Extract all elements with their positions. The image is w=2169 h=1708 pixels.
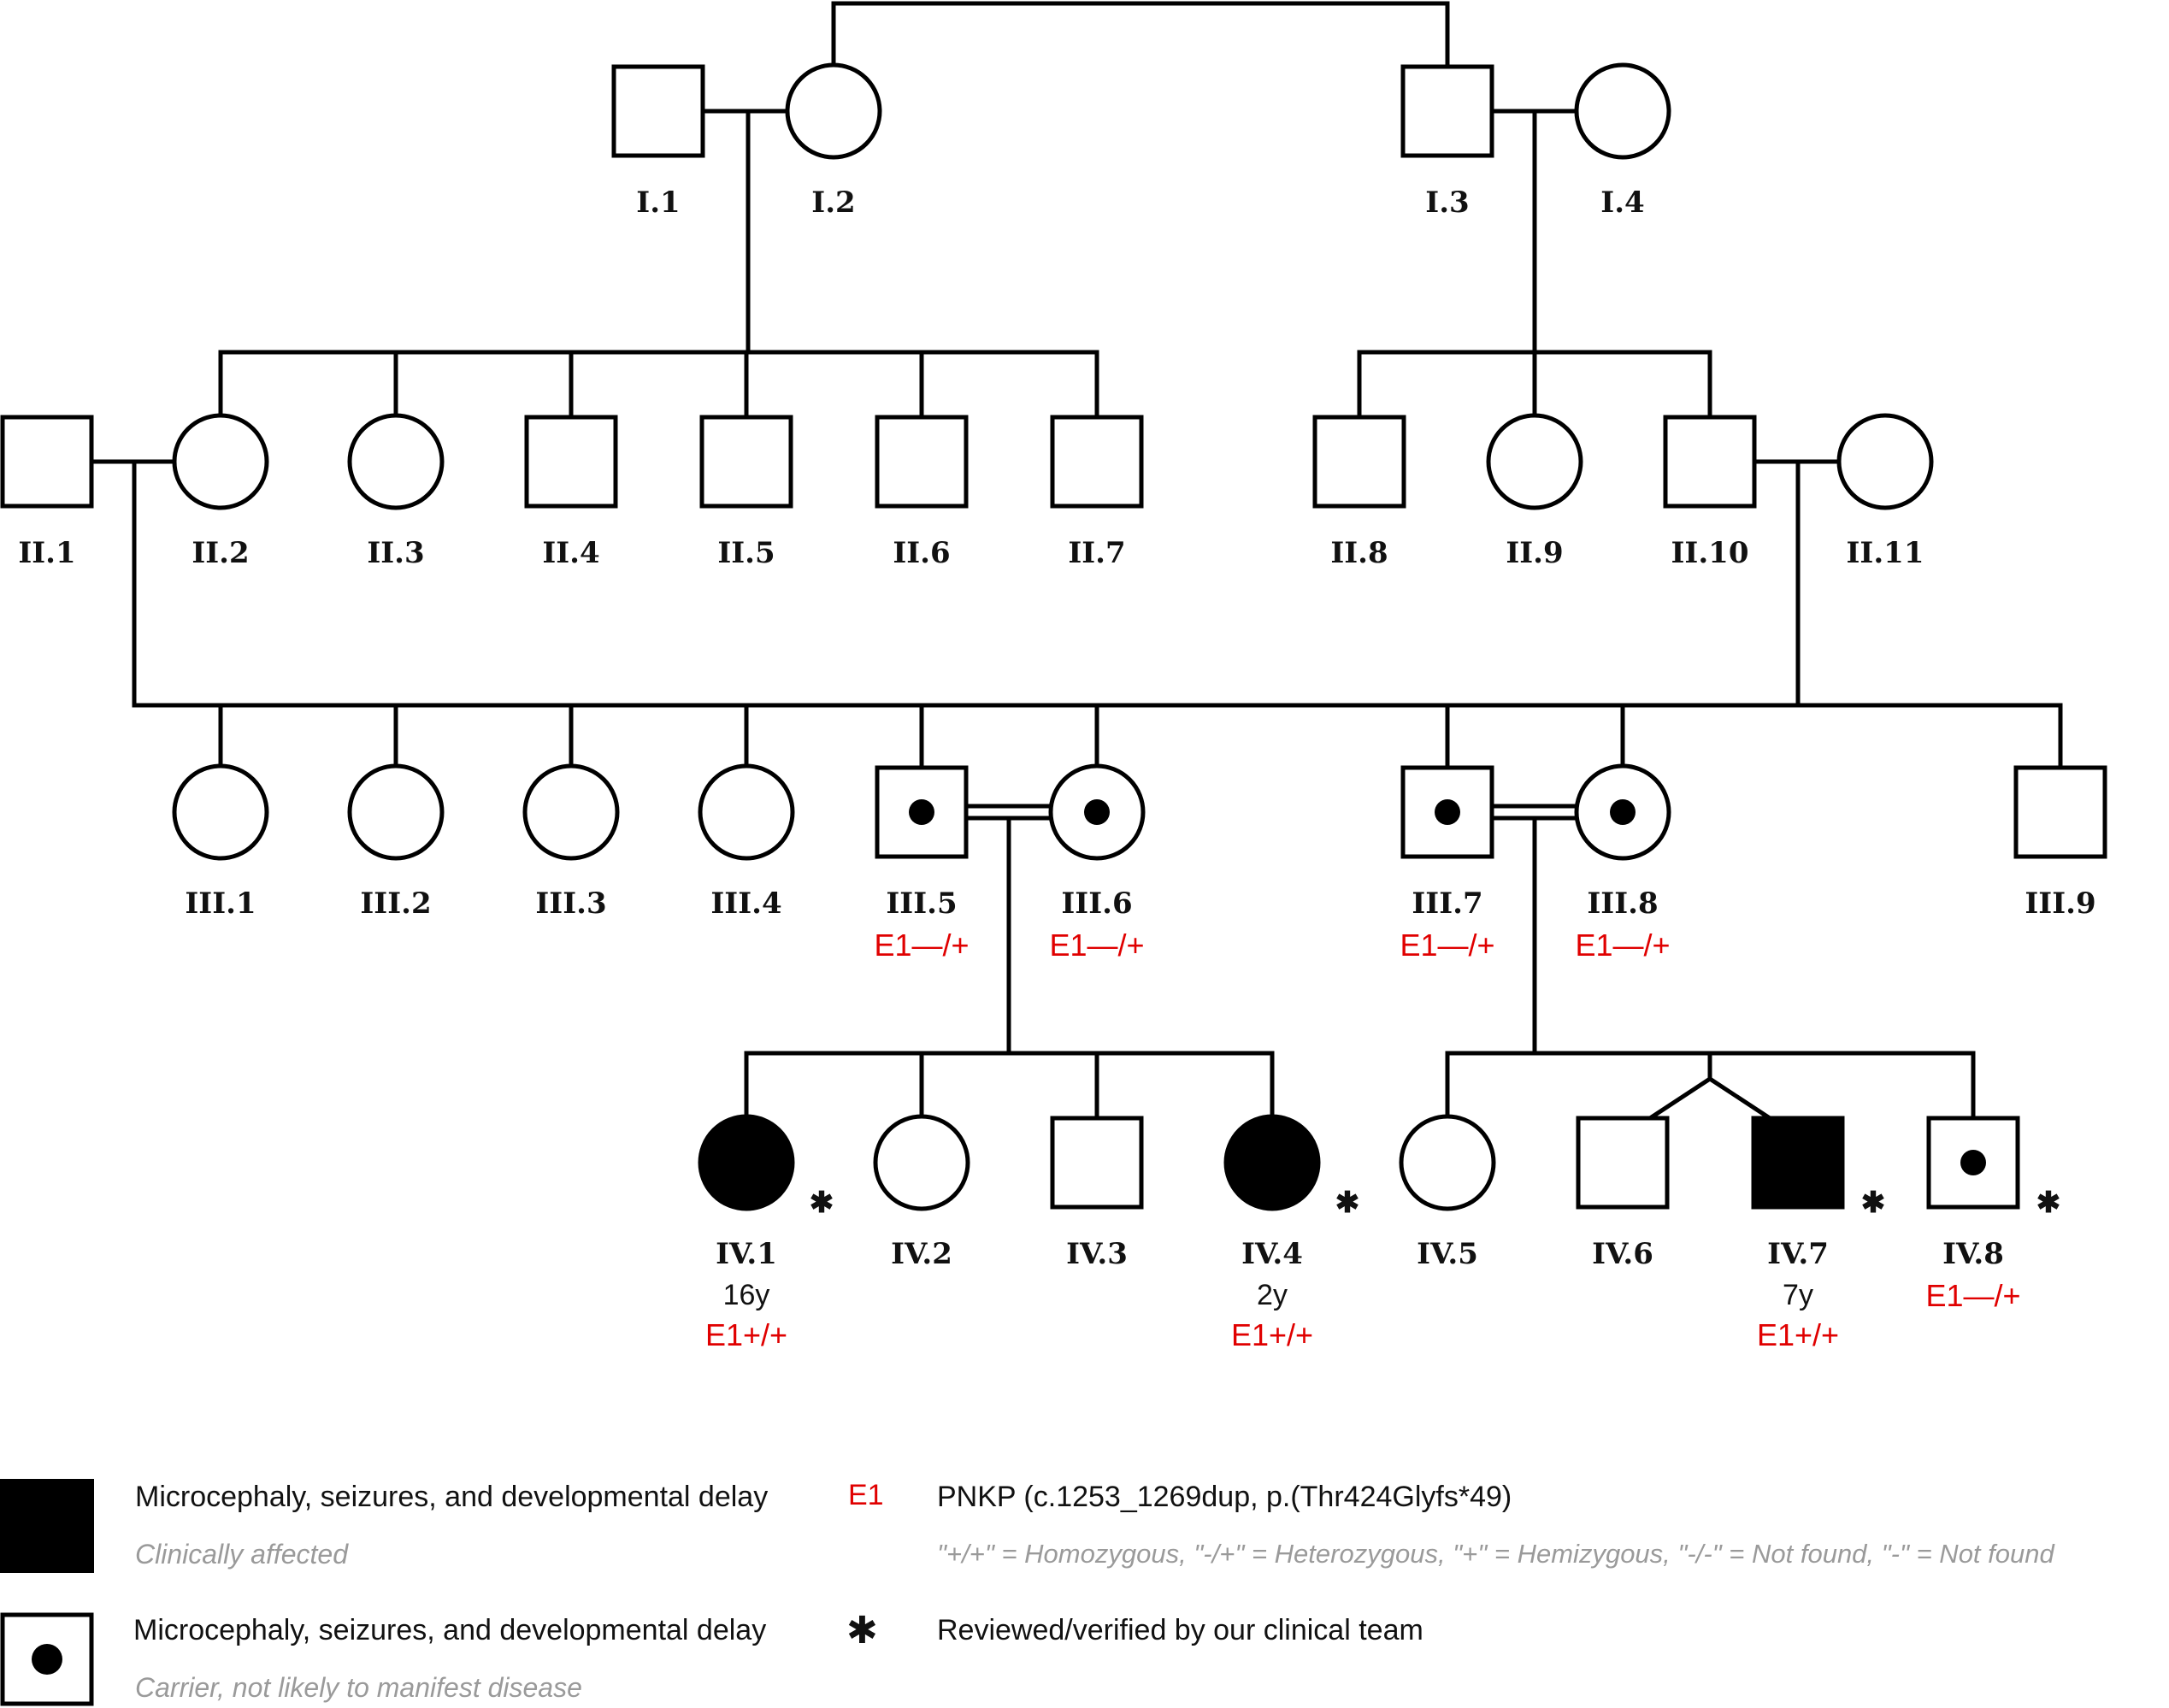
female-symbol-II-11 [1836, 413, 1934, 510]
genotype-label-IV-4: E1+/+ [1231, 1317, 1313, 1352]
legend-affected-title: Microcephaly, seizures, and developmenta… [135, 1481, 769, 1513]
individual-label-IV-4: IV.4 [1241, 1237, 1303, 1271]
female-symbol-II-2 [172, 413, 269, 510]
genotype-label-IV-1: E1+/+ [705, 1317, 787, 1352]
verified-asterisk-icon: ✱ [2036, 1186, 2061, 1220]
male-symbol-I-1 [611, 64, 705, 158]
male-symbol-II-1 [0, 415, 94, 509]
carrier-dot-IV-8 [1960, 1150, 1986, 1175]
individual-label-II-8: II.8 [1330, 536, 1388, 570]
female-symbol-IV-5 [1399, 1114, 1496, 1211]
carrier-dot-III-7 [1435, 799, 1460, 825]
individual-age-IV-4: 2y [1257, 1279, 1288, 1311]
female-symbol-II-3 [347, 413, 445, 510]
genotype-label-III-7: E1—/+ [1400, 928, 1494, 963]
male-symbol-I-3 [1400, 64, 1494, 158]
male-symbol-IV-3 [1050, 1116, 1144, 1210]
individual-label-IV-2: IV.2 [891, 1237, 952, 1271]
female-symbol-III-2 [347, 763, 445, 861]
female-symbol-IV-2 [873, 1114, 970, 1211]
individual-age-IV-7: 7y [1783, 1279, 1813, 1311]
male-symbol-II-8 [1312, 415, 1406, 509]
female-symbol-IV-4 [1223, 1114, 1321, 1211]
individual-label-III-2: III.2 [360, 886, 431, 921]
legend-genotype-notation: "+/+" = Homozygous, "-/+" = Heterozygous… [937, 1539, 2054, 1569]
individual-label-I-1: I.1 [636, 186, 680, 220]
legend-e1-variant: PNKP (c.1253_1269dup, p.(Thr424Glyfs*49) [937, 1481, 1512, 1513]
legend-affected-subtitle: Clinically affected [135, 1539, 348, 1570]
twin-branch-line [1706, 1075, 1773, 1122]
genotype-label-III-6: E1—/+ [1049, 928, 1144, 963]
legend-asterisk-icon: ✱ [846, 1610, 878, 1652]
carrier-dot-III-6 [1084, 799, 1110, 825]
female-symbol-I-2 [785, 62, 882, 160]
individual-label-III-3: III.3 [535, 886, 606, 921]
female-symbol-III-1 [172, 763, 269, 861]
individual-label-II-1: II.1 [18, 536, 75, 570]
individual-label-II-2: II.2 [192, 536, 249, 570]
male-symbol-III-9 [2013, 765, 2107, 859]
female-symbol-II-9 [1486, 413, 1583, 510]
individual-label-III-6: III.6 [1061, 886, 1132, 921]
male-symbol-IV-7 [1751, 1116, 1845, 1210]
individual-label-III-7: III.7 [1412, 886, 1482, 921]
legend-carrier-title: Microcephaly, seizures, and developmenta… [133, 1614, 767, 1646]
genotype-label-IV-8: E1—/+ [1925, 1278, 2020, 1313]
individual-label-I-2: I.2 [811, 186, 855, 220]
individual-label-III-1: III.1 [185, 886, 256, 921]
male-symbol-II-7 [1050, 415, 1144, 509]
individual-label-II-3: II.3 [367, 536, 424, 570]
individual-label-IV-8: IV.8 [1942, 1237, 2004, 1271]
male-symbol-II-4 [524, 415, 618, 509]
female-symbol-I-4 [1574, 62, 1671, 160]
individual-label-II-7: II.7 [1068, 536, 1125, 570]
legend-affected-symbol [0, 1479, 94, 1573]
individual-label-II-9: II.9 [1506, 536, 1563, 570]
individual-label-II-10: II.10 [1671, 536, 1749, 570]
individual-label-III-9: III.9 [2025, 886, 2095, 921]
verified-asterisk-icon: ✱ [1861, 1186, 1886, 1220]
genotype-label-III-8: E1—/+ [1575, 928, 1670, 963]
male-symbol-II-5 [699, 415, 793, 509]
individual-label-IV-7: IV.7 [1767, 1237, 1829, 1271]
individual-label-IV-1: IV.1 [716, 1237, 777, 1271]
individual-label-II-4: II.4 [542, 536, 599, 570]
individual-label-II-5: II.5 [717, 536, 775, 570]
carrier-dot-III-8 [1610, 799, 1636, 825]
individual-label-I-4: I.4 [1600, 186, 1644, 220]
male-symbol-IV-6 [1576, 1116, 1670, 1210]
legend-e1-key: E1 [848, 1479, 884, 1511]
individual-label-IV-5: IV.5 [1417, 1237, 1478, 1271]
individual-label-III-8: III.8 [1587, 886, 1658, 921]
individual-label-II-11: II.11 [1847, 536, 1924, 570]
male-symbol-III-7 [1400, 765, 1494, 859]
male-symbol-II-6 [875, 415, 969, 509]
legend-asterisk-meaning: Reviewed/verified by our clinical team [937, 1614, 1423, 1646]
female-symbol-IV-1 [698, 1114, 795, 1211]
individual-age-IV-1: 16y [723, 1279, 770, 1311]
individual-label-IV-3: IV.3 [1066, 1237, 1128, 1271]
genotype-label-IV-7: E1+/+ [1757, 1317, 1839, 1352]
legend-carrier-subtitle: Carrier, not likely to manifest disease [135, 1672, 582, 1703]
individual-label-III-5: III.5 [886, 886, 957, 921]
male-symbol-II-10 [1663, 415, 1757, 509]
individual-label-IV-6: IV.6 [1592, 1237, 1653, 1271]
carrier-dot-III-5 [909, 799, 934, 825]
female-symbol-III-4 [698, 763, 795, 861]
individual-label-I-3: I.3 [1425, 186, 1469, 220]
genotype-label-III-5: E1—/+ [874, 928, 969, 963]
twin-branch-line [1647, 1075, 1713, 1122]
legend-carrier-symbol [0, 1612, 94, 1706]
female-symbol-III-3 [522, 763, 620, 861]
individual-label-II-6: II.6 [893, 536, 950, 570]
individual-label-III-4: III.4 [710, 886, 781, 921]
verified-asterisk-icon: ✱ [1335, 1186, 1360, 1220]
verified-asterisk-icon: ✱ [810, 1186, 834, 1220]
